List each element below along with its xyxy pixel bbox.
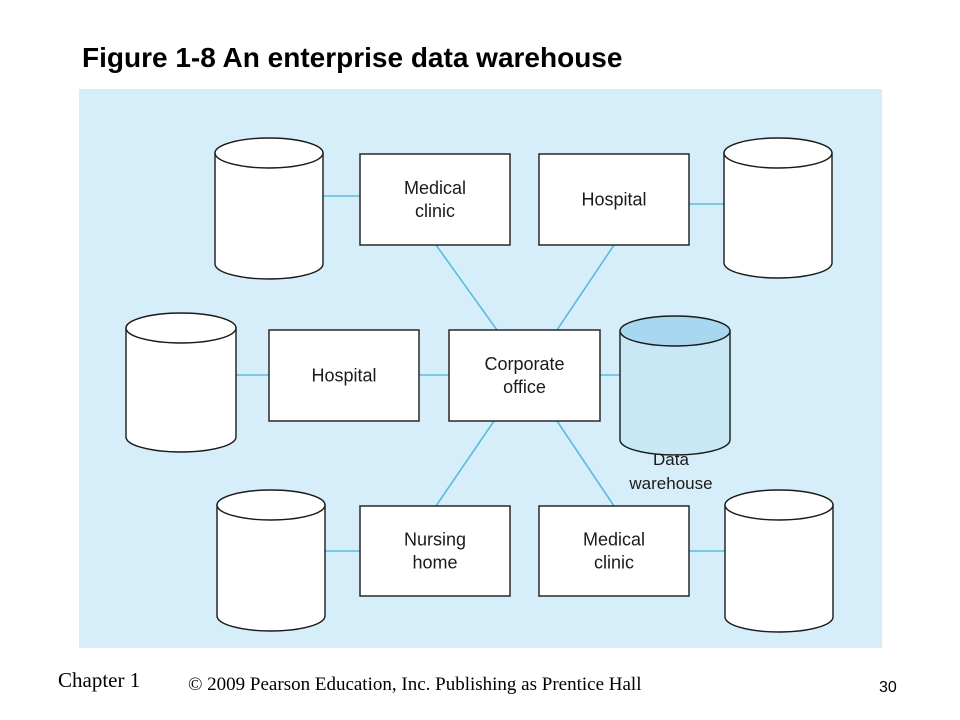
database-medical-clinic-top	[214, 137, 324, 280]
slide-title: Figure 1-8 An enterprise data warehouse	[82, 42, 623, 73]
database-hospital-left-top	[125, 312, 237, 344]
box-nursing-home-label-line2: home	[412, 553, 457, 573]
connector-corporate-medical-clinic-bottom	[556, 420, 615, 507]
box-medical-clinic-bottom: Medical clinic	[538, 505, 690, 597]
box-hospital-top-frame	[538, 153, 690, 246]
database-hospital-top-top	[723, 137, 833, 169]
box-medical-clinic-bottom-label-line1: Medical	[583, 530, 645, 550]
nodes: MedicalclinicHospitalHospitalCorporateof…	[268, 153, 690, 597]
database-hospital-top-body	[723, 152, 833, 279]
box-corporate-office: Corporate office	[448, 329, 601, 422]
database-nursing-home-top	[216, 489, 326, 521]
box-corporate-office-label-line1: Corporate	[484, 354, 564, 374]
box-medical-clinic-top: Medical clinic	[359, 153, 511, 246]
box-corporate-office-frame	[448, 329, 601, 422]
data-warehouse-database-top	[619, 315, 731, 347]
box-medical-clinic-bottom-label-line2: clinic	[594, 553, 634, 573]
database-hospital-top	[723, 137, 833, 279]
data-warehouse-label-line1: Data	[653, 450, 689, 469]
footer-chapter: Chapter 1	[58, 668, 141, 692]
box-nursing-home-label-line1: Nursing	[404, 530, 466, 550]
database-nursing-home	[216, 489, 326, 632]
box-hospital-left: Hospital	[268, 329, 420, 422]
data-warehouse-database	[619, 315, 731, 456]
box-hospital-top-label-line1: Hospital	[581, 190, 646, 210]
database-nursing-home-body	[216, 504, 326, 632]
databases	[125, 137, 834, 633]
box-hospital-left-label-line1: Hospital	[311, 366, 376, 386]
database-hospital-left	[125, 312, 237, 453]
data-warehouse-database-body	[619, 330, 731, 456]
box-nursing-home-frame	[359, 505, 511, 597]
box-medical-clinic-top-frame	[359, 153, 511, 246]
connectors	[236, 195, 725, 552]
box-medical-clinic-top-label-line2: clinic	[415, 201, 455, 221]
box-medical-clinic-bottom-frame	[538, 505, 690, 597]
database-medical-clinic-bottom	[724, 489, 834, 633]
page-number: 30	[879, 679, 897, 696]
connector-corporate-medical-clinic-top	[435, 244, 498, 331]
box-nursing-home: Nursing home	[359, 505, 511, 597]
box-hospital-left-frame	[268, 329, 420, 422]
box-medical-clinic-top-label-line1: Medical	[404, 178, 466, 198]
enterprise-data-warehouse-diagram: MedicalclinicHospitalHospitalCorporateof…	[79, 89, 882, 648]
box-hospital-top: Hospital	[538, 153, 690, 246]
connector-corporate-hospital-top	[556, 244, 615, 331]
data-warehouse-label-line2: warehouse	[628, 474, 712, 493]
box-corporate-office-label-line2: office	[503, 377, 546, 397]
database-hospital-left-body	[125, 327, 237, 453]
database-medical-clinic-bottom-body	[724, 504, 834, 633]
database-medical-clinic-top-top	[214, 137, 324, 169]
footer-copyright: © 2009 Pearson Education, Inc. Publishin…	[188, 674, 642, 695]
database-medical-clinic-bottom-top	[724, 489, 834, 521]
database-medical-clinic-top-body	[214, 152, 324, 280]
connector-corporate-nursing-home	[435, 420, 495, 507]
